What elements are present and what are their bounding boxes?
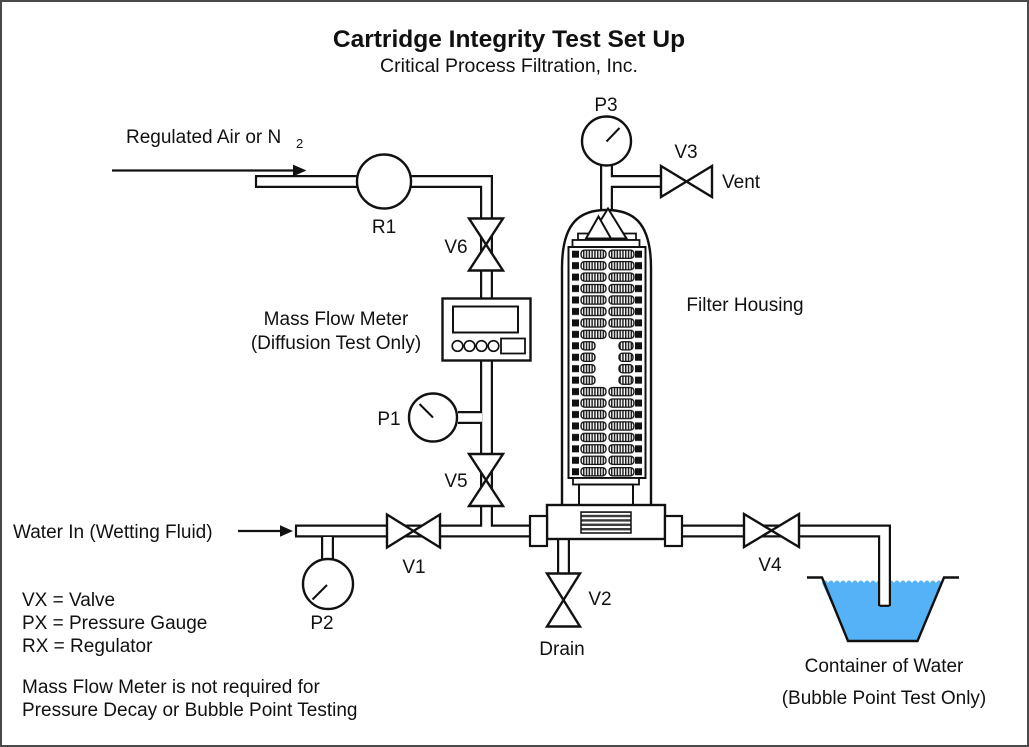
gauge-p3: [580, 115, 633, 167]
label-container-2: (Bubble Point Test Only): [782, 688, 987, 709]
valve-v2: [544, 572, 583, 628]
legend-px: PX = Pressure Gauge: [22, 613, 207, 634]
meter-display: [452, 305, 519, 334]
meter-button: [451, 339, 464, 353]
label-container-1: Container of Water: [805, 656, 964, 677]
base-flange-left: [528, 514, 549, 548]
label-drain: Drain: [539, 639, 584, 660]
gauge-p3-needle: [605, 127, 621, 143]
air-inlet-arrow: [112, 164, 307, 177]
gauge-p1: [407, 392, 459, 443]
regulator-r1: [355, 153, 413, 210]
label-regulated-air-subscript: 2: [296, 136, 303, 151]
label-p2: P2: [310, 613, 333, 634]
label-mass-flow-meter-2: (Diffusion Test Only): [251, 333, 421, 354]
label-v1: V1: [402, 557, 425, 578]
legend-vx: VX = Valve: [22, 590, 115, 611]
page-subtitle: Critical Process Filtration, Inc.: [380, 55, 638, 77]
label-p1: P1: [377, 409, 400, 430]
label-water-in: Water In (Wetting Fluid): [13, 522, 213, 543]
label-v6: V6: [444, 237, 467, 258]
legend-rx: RX = Regulator: [22, 636, 153, 657]
label-p3: P3: [594, 95, 617, 116]
container-outline: [807, 576, 959, 643]
gauge-p2-needle: [311, 584, 328, 601]
note-line-2: Pressure Decay or Bubble Point Testing: [22, 700, 358, 721]
valve-v3: [659, 163, 714, 200]
water-container: [807, 576, 959, 643]
valve-v4: [742, 511, 801, 550]
filter-housing: [528, 206, 684, 548]
gauge-p1-needle: [418, 403, 434, 419]
meter-button: [475, 339, 488, 353]
cartridge-adapter: [580, 511, 632, 534]
label-v4: V4: [758, 555, 782, 576]
meter-key: [500, 337, 526, 355]
valve-v5: [466, 452, 506, 508]
base-flange-right: [663, 514, 684, 548]
note-line-1: Mass Flow Meter is not required for: [22, 677, 320, 698]
housing-dome-triangles: [584, 206, 629, 240]
label-v2: V2: [588, 589, 611, 610]
water-inlet-arrow: [238, 525, 293, 537]
mass-flow-meter: [441, 297, 532, 362]
valve-v1: [385, 512, 442, 550]
label-r1: R1: [372, 217, 396, 238]
page-title: Cartridge Integrity Test Set Up: [333, 26, 685, 53]
water-fill: [822, 580, 942, 641]
label-filter-housing: Filter Housing: [686, 295, 803, 316]
label-regulated-air: Regulated Air or N: [126, 127, 281, 148]
label-v3: V3: [674, 142, 697, 163]
filter-cartridge: [567, 232, 647, 508]
label-v5: V5: [444, 471, 467, 492]
label-vent: Vent: [722, 172, 761, 193]
gauge-p2: [301, 557, 355, 611]
valve-v6: [466, 217, 506, 272]
pipes: [254, 165, 891, 607]
meter-button: [463, 339, 476, 353]
label-mass-flow-meter-1: Mass Flow Meter: [264, 309, 409, 330]
meter-button: [487, 339, 500, 353]
